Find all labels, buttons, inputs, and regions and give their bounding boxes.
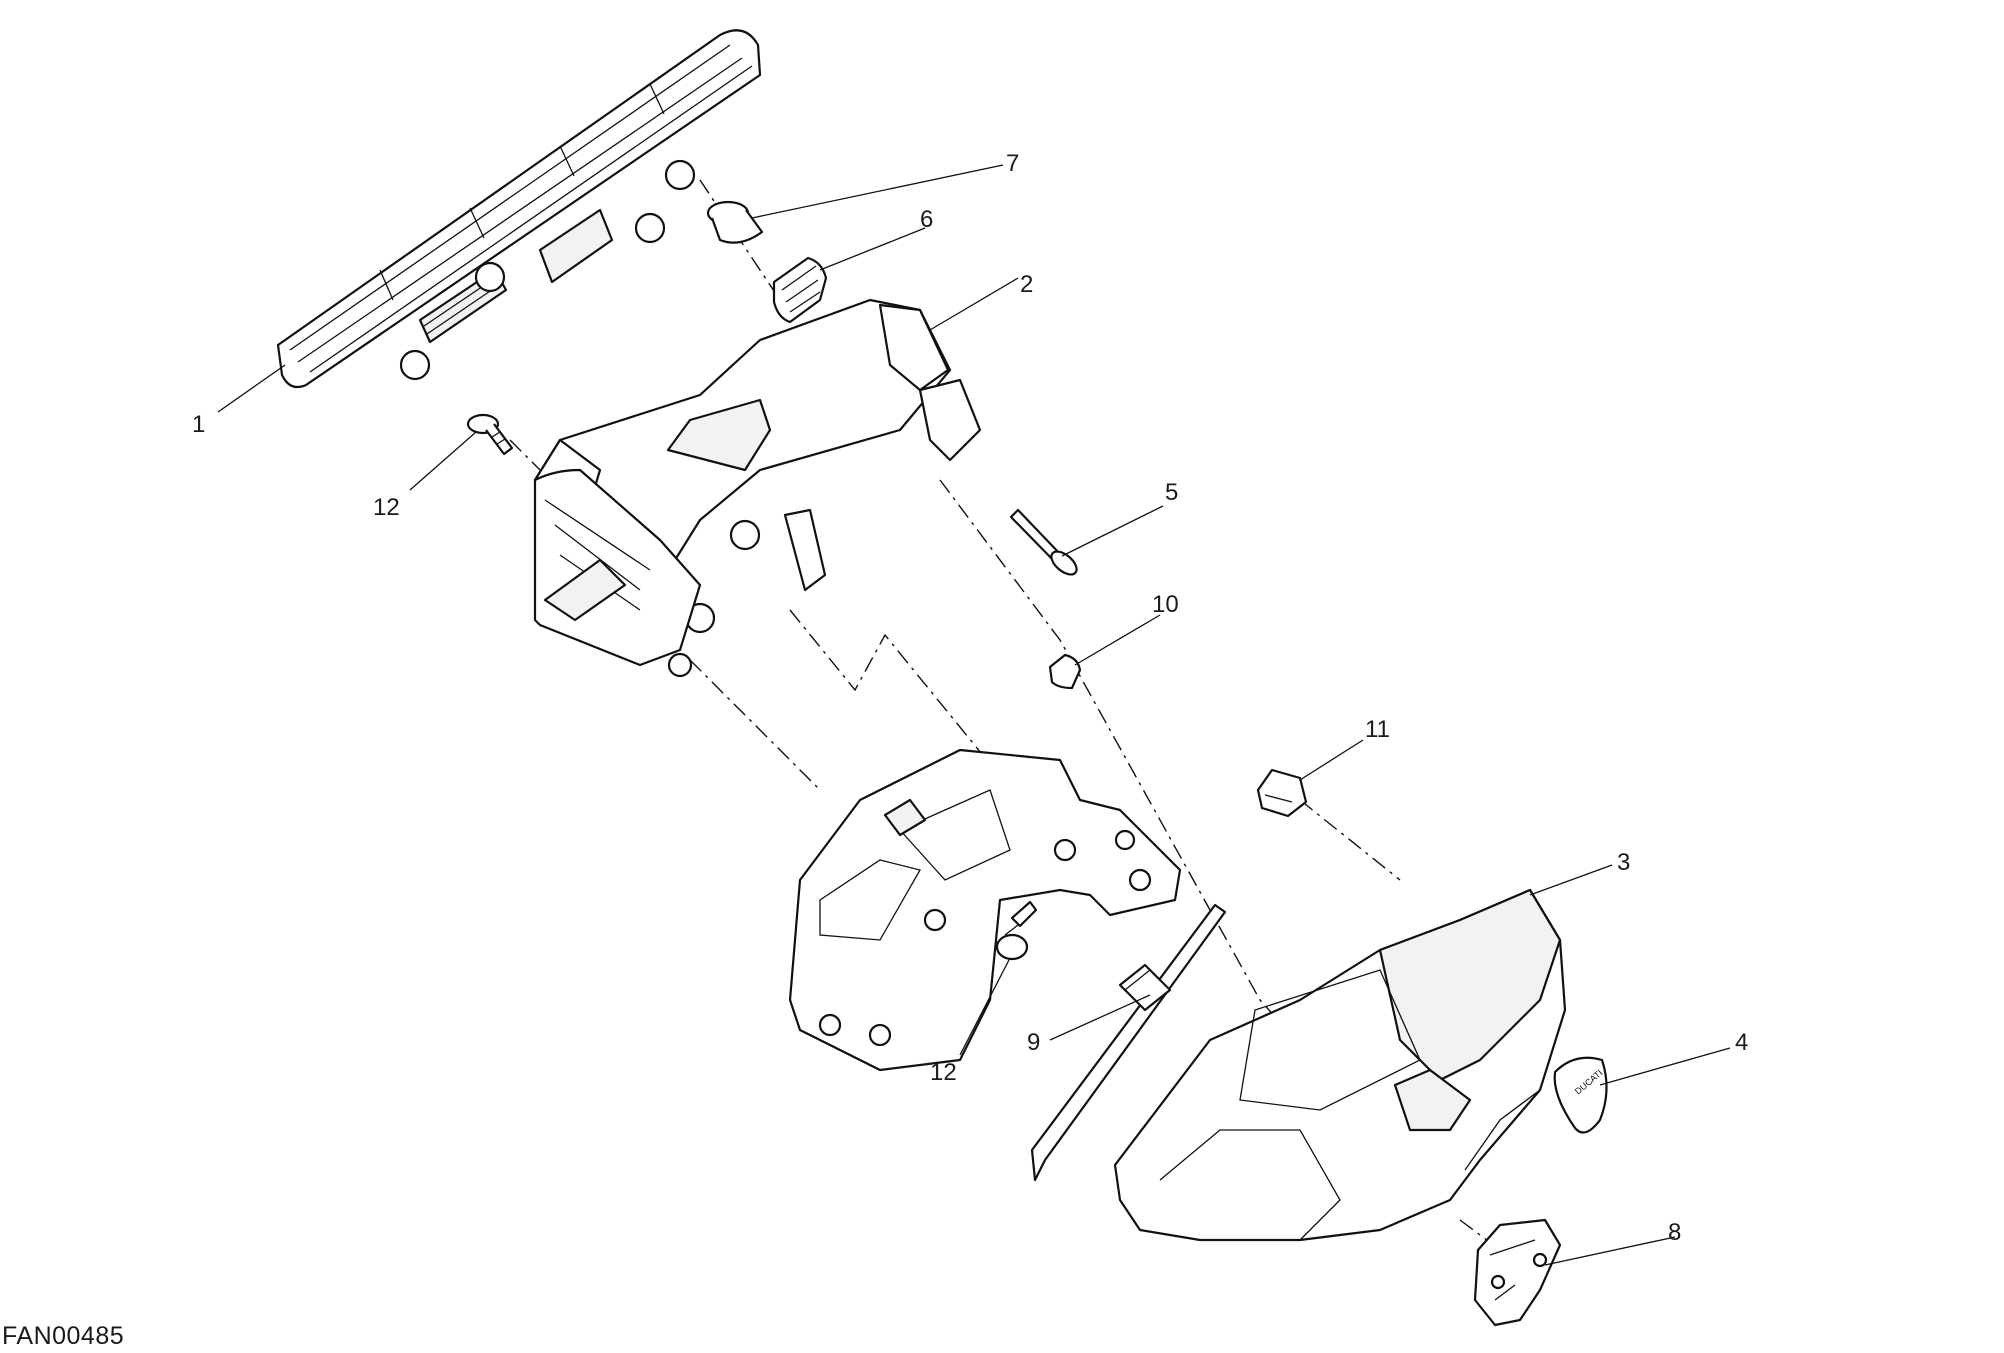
left-housing bbox=[533, 468, 702, 678]
callout-12-upper: 12 bbox=[373, 494, 400, 521]
leader-lines bbox=[217, 164, 1731, 1266]
grommet-part-10 bbox=[1048, 653, 1082, 690]
callout-6: 6 bbox=[920, 206, 933, 233]
screw-part-5 bbox=[1009, 508, 1078, 576]
instrument-panel bbox=[276, 29, 762, 389]
support-plate bbox=[788, 748, 1182, 1072]
callout-9: 9 bbox=[1027, 1029, 1040, 1056]
cover-cap-part-8 bbox=[1473, 1218, 1562, 1327]
clip-nut-part-11 bbox=[1256, 768, 1308, 818]
callout-labels: 1 2 3 4 5 6 7 8 9 10 11 12 12 bbox=[192, 150, 1748, 1246]
callout-2: 2 bbox=[1020, 271, 1033, 298]
headlight-fairing-part-3 bbox=[1113, 888, 1567, 1242]
callout-10: 10 bbox=[1152, 591, 1179, 618]
callout-5: 5 bbox=[1165, 479, 1178, 506]
emblem-part-4: DUCATI bbox=[1553, 1056, 1608, 1134]
screw-part-12-upper bbox=[466, 413, 514, 456]
bush-part-7 bbox=[706, 200, 764, 244]
callout-11: 11 bbox=[1365, 716, 1390, 743]
damper-part-6 bbox=[772, 256, 828, 324]
callout-1: 1 bbox=[192, 411, 205, 438]
screw-part-12-lower bbox=[995, 900, 1038, 961]
callout-3: 3 bbox=[1617, 849, 1630, 876]
callout-4: 4 bbox=[1735, 1029, 1748, 1056]
drawing-code: FAN00485 bbox=[2, 1322, 125, 1350]
callout-8: 8 bbox=[1668, 1219, 1681, 1246]
cable-tie-part-9 bbox=[1030, 903, 1227, 1182]
callout-7: 7 bbox=[1006, 150, 1019, 177]
callout-12-lower: 12 bbox=[930, 1059, 957, 1086]
